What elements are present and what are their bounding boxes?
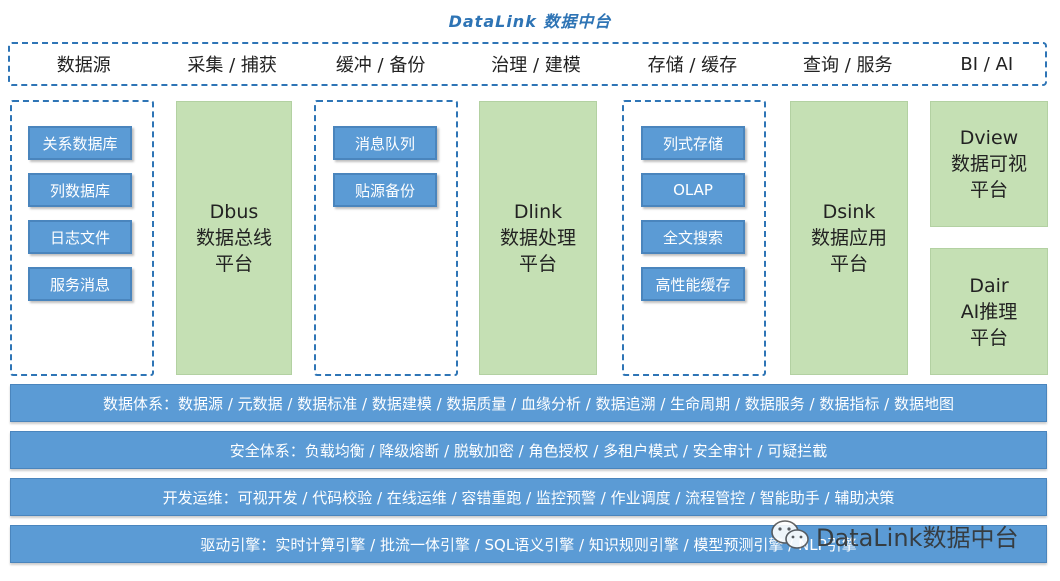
sources-column: [10, 100, 154, 376]
storage-chip-fulltext: 全文搜索: [641, 220, 745, 254]
band-engines: 驱动引擎：实时计算引擎 / 批流一体引擎 / SQL语义引擎 / 知识规则引擎 …: [10, 525, 1047, 563]
band-security-system: 安全体系：负载均衡 / 降级熔断 / 脱敏加密 / 角色授权 / 多租户模式 /…: [10, 431, 1047, 469]
storage-chip-olap: OLAP: [641, 173, 745, 207]
band-devops: 开发运维：可视开发 / 代码校验 / 在线运维 / 容错重跑 / 监控预警 / …: [10, 478, 1047, 516]
storage-chip-cache: 高性能缓存: [641, 267, 745, 301]
band-data-system: 数据体系：数据源 / 元数据 / 数据标准 / 数据建模 / 数据质量 / 血缘…: [10, 384, 1047, 422]
buffer-chip-source-backup: 贴源备份: [333, 173, 437, 207]
dlink-name: Dlink: [513, 201, 563, 223]
dair-desc: AI推理: [960, 300, 1018, 323]
header-storage: 存储 / 缓存: [647, 55, 738, 76]
dbus-name: Dbus: [209, 201, 259, 223]
dbus-platform: Dbus 数据总线 平台: [176, 101, 292, 375]
dair-suffix: 平台: [969, 326, 1008, 349]
header-governance: 治理 / 建模: [491, 55, 581, 76]
dview-desc: 数据可视: [950, 153, 1027, 175]
buffer-chip-message-queue: 消息队列: [333, 126, 437, 160]
source-chip-log-files: 日志文件: [28, 220, 132, 254]
dsink-desc: 数据应用: [810, 227, 887, 249]
dsink-suffix: 平台: [829, 253, 868, 275]
header-sources: 数据源: [56, 55, 111, 76]
header-query: 查询 / 服务: [803, 55, 893, 76]
dview-suffix: 平台: [969, 179, 1008, 201]
dsink-name: Dsink: [822, 201, 876, 223]
watermark-text: DataLink数据中台: [816, 523, 1019, 552]
source-chip-relational-db: 关系数据库: [28, 126, 132, 160]
dbus-desc: 数据总线: [195, 227, 272, 249]
watermark: DataLink数据中台: [770, 515, 1018, 555]
source-chip-column-db: 列数据库: [28, 173, 132, 207]
dbus-suffix: 平台: [214, 253, 253, 275]
storage-chip-columnar: 列式存储: [641, 126, 745, 160]
dlink-desc: 数据处理: [499, 227, 576, 249]
header-capture: 采集 / 捕获: [187, 55, 277, 76]
buffer-column: [314, 100, 458, 376]
storage-column: [622, 100, 766, 376]
dair-platform: Dair AI推理 平台: [930, 248, 1048, 375]
header-buffer: 缓冲 / 备份: [335, 55, 426, 76]
dair-name: Dair: [969, 274, 1009, 297]
stage-header-row: 数据源 采集 / 捕获 缓冲 / 备份 治理 / 建模 存储 / 缓存 查询 /…: [8, 42, 1047, 86]
source-chip-service-messages: 服务消息: [28, 267, 132, 301]
diagram-title: DataLink 数据中台: [448, 12, 612, 31]
dview-platform: Dview 数据可视 平台: [930, 101, 1048, 227]
dlink-platform: Dlink 数据处理 平台: [479, 101, 597, 375]
dview-name: Dview: [959, 127, 1019, 149]
dlink-suffix: 平台: [518, 253, 557, 275]
dsink-platform: Dsink 数据应用 平台: [790, 101, 908, 375]
header-bi-ai: BI / AI: [960, 53, 1014, 75]
wechat-icon: [770, 519, 810, 551]
